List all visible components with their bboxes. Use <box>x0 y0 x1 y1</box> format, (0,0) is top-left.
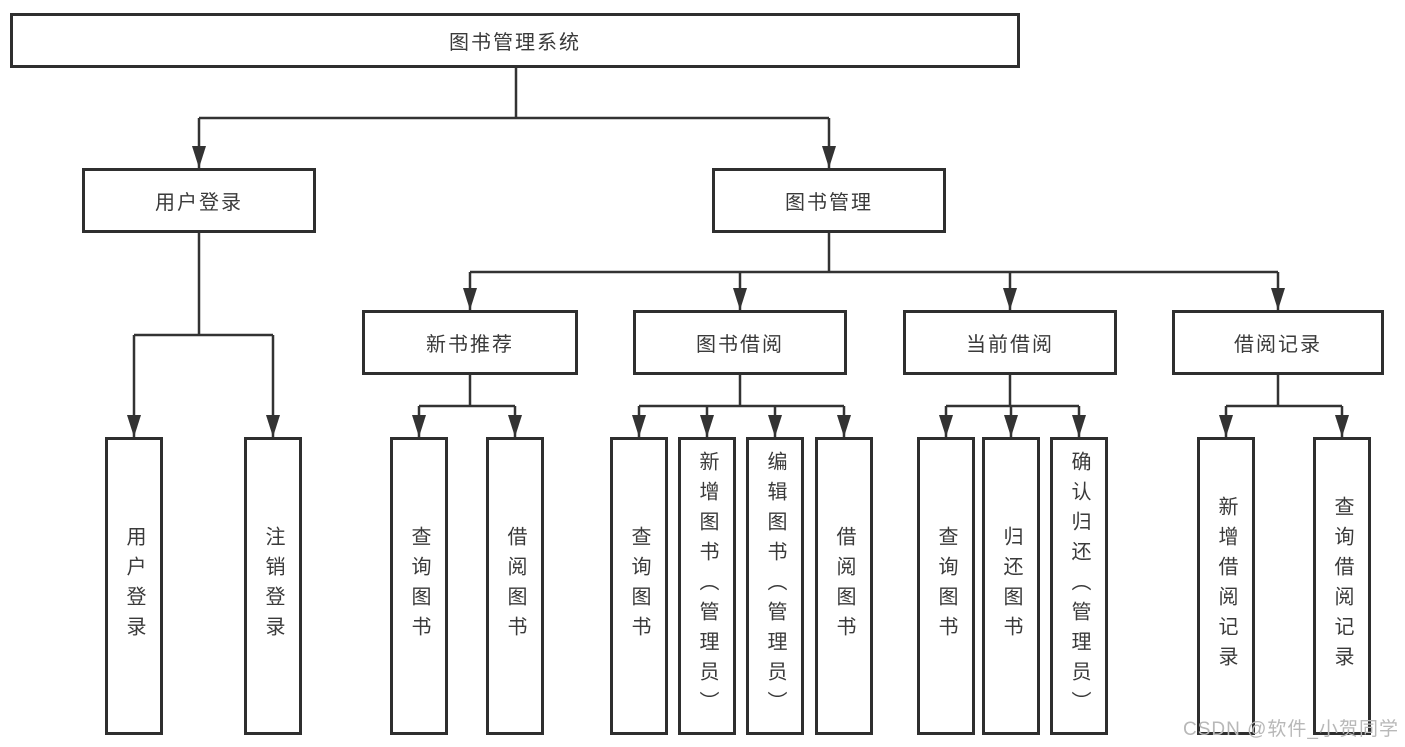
leaf-borrow-books: 借阅图书 <box>815 437 873 735</box>
leaf-borrow-books-recommend: 借阅图书 <box>486 437 544 735</box>
leaf-label: 查询图书 <box>935 526 957 646</box>
leaf-query-books-current: 查询图书 <box>917 437 975 735</box>
leaf-label: 查询借阅记录 <box>1331 496 1353 676</box>
leaf-label: 归还图书 <box>1000 526 1022 646</box>
arrowhead-icons <box>127 146 1349 437</box>
leaf-label: 用户登录 <box>123 526 145 646</box>
leaf-label: 编辑图书（管理员） <box>764 451 786 721</box>
node-book-borrow: 图书借阅 <box>633 310 847 375</box>
node-borrow-records: 借阅记录 <box>1172 310 1384 375</box>
leaf-edit-books-admin: 编辑图书（管理员） <box>746 437 804 735</box>
leaf-label: 借阅图书 <box>833 526 855 646</box>
csdn-watermark: CSDN @软件_小贺同学 <box>1183 719 1399 740</box>
node-user-login: 用户登录 <box>82 168 316 233</box>
node-book-management: 图书管理 <box>712 168 946 233</box>
leaf-add-borrow-record: 新增借阅记录 <box>1197 437 1255 735</box>
node-root-system: 图书管理系统 <box>10 13 1020 68</box>
leaf-confirm-return-admin: 确认归还（管理员） <box>1050 437 1108 735</box>
leaf-return-books: 归还图书 <box>982 437 1040 735</box>
leaf-label: 注销登录 <box>262 526 284 646</box>
leaf-query-books-recommend: 查询图书 <box>390 437 448 735</box>
leaf-label: 新增图书（管理员） <box>696 451 718 721</box>
leaf-user-login: 用户登录 <box>105 437 163 735</box>
leaf-query-borrow-record: 查询借阅记录 <box>1313 437 1371 735</box>
node-new-book-recommend: 新书推荐 <box>362 310 578 375</box>
leaf-logout: 注销登录 <box>244 437 302 735</box>
leaf-label: 借阅图书 <box>504 526 526 646</box>
leaf-label: 新增借阅记录 <box>1215 496 1237 676</box>
leaf-label: 确认归还（管理员） <box>1068 451 1090 721</box>
node-current-borrow: 当前借阅 <box>903 310 1117 375</box>
leaf-label: 查询图书 <box>408 526 430 646</box>
leaf-query-books-borrow: 查询图书 <box>610 437 668 735</box>
leaf-label: 查询图书 <box>628 526 650 646</box>
leaf-add-books-admin: 新增图书（管理员） <box>678 437 736 735</box>
